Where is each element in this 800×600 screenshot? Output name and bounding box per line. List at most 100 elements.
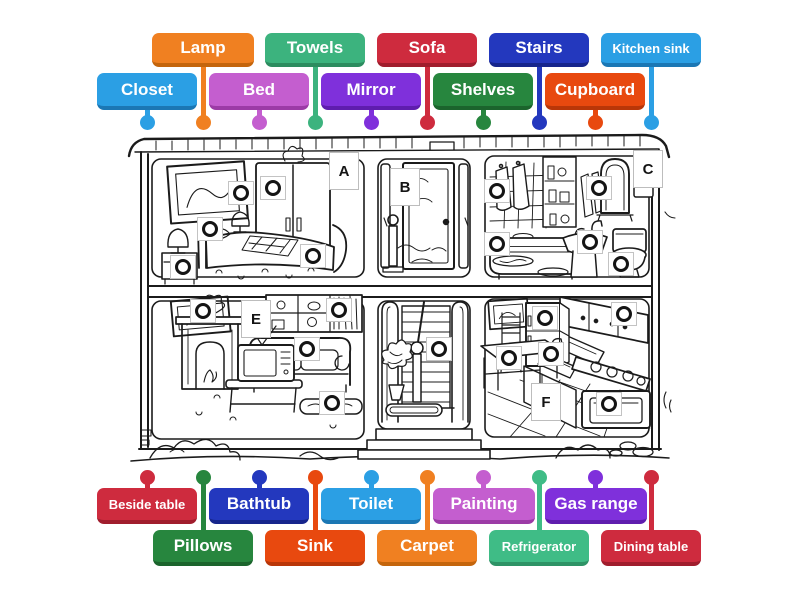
answer-spot-painting[interactable] — [190, 299, 216, 323]
label-closet[interactable]: Closet — [97, 73, 197, 110]
label-stairs-text: Stairs — [515, 38, 563, 57]
label-towels[interactable]: Towels — [265, 33, 365, 67]
label-painting-text: Painting — [450, 494, 518, 513]
answer-spot-toilet[interactable] — [608, 252, 634, 276]
label-sink[interactable]: Sink — [265, 530, 365, 566]
pin-dot-icon — [475, 115, 491, 130]
circle-icon — [195, 303, 211, 319]
label-lamp[interactable]: Lamp — [152, 33, 254, 67]
label-cupboard[interactable]: Cupboard — [545, 73, 645, 110]
label-lamp-text: Lamp — [180, 38, 226, 57]
answer-spot-mirror[interactable] — [586, 176, 612, 200]
circle-icon — [543, 346, 559, 362]
label-pillows[interactable]: Pillows — [153, 530, 253, 566]
answer-spot-towels[interactable] — [484, 179, 510, 203]
zone-marker-f-label: F — [541, 393, 551, 411]
answer-spot-dining-table[interactable] — [496, 346, 522, 370]
label-beside-table[interactable]: Beside table — [97, 488, 197, 524]
label-sofa[interactable]: Sofa — [377, 33, 477, 67]
label-closet-text: Closet — [121, 79, 173, 99]
answer-spot-bed-head[interactable] — [197, 217, 223, 241]
circle-icon — [489, 183, 505, 199]
answer-spot-beside-table[interactable] — [170, 255, 196, 279]
answer-spot-stairs[interactable] — [426, 337, 452, 361]
pin-dot-icon — [363, 470, 379, 485]
answer-spot-bed-foot[interactable] — [300, 244, 326, 268]
hallway-drawing — [380, 162, 469, 273]
zone-marker-a-label: A — [338, 162, 350, 180]
circle-icon — [537, 310, 553, 326]
circle-icon — [202, 221, 218, 237]
circle-icon — [233, 185, 249, 201]
circle-icon — [601, 396, 617, 412]
label-refrigerator-text: Refrigerator — [501, 538, 577, 554]
label-carpet[interactable]: Carpet — [377, 530, 477, 566]
pin-dot-icon — [419, 115, 435, 130]
answer-spot-carpet[interactable] — [319, 391, 345, 415]
circle-icon — [265, 180, 281, 196]
label-toilet[interactable]: Toilet — [321, 488, 421, 524]
label-dining-table[interactable]: Dining table — [601, 530, 701, 566]
circle-icon — [489, 236, 505, 252]
pin-dot-icon — [587, 115, 603, 130]
pin-dot-icon — [531, 470, 547, 485]
label-stairs[interactable]: Stairs — [489, 33, 589, 67]
circle-icon — [591, 180, 607, 196]
label-bathtub[interactable]: Bathtub — [209, 488, 309, 524]
circle-icon — [305, 248, 321, 264]
label-refrigerator[interactable]: Refrigerator — [489, 530, 589, 566]
answer-spot-lamp[interactable] — [228, 181, 254, 205]
answer-spot-gas-range[interactable] — [596, 392, 622, 416]
pin-dot-icon — [643, 470, 659, 485]
label-shelves-text: Shelves — [450, 79, 516, 99]
zone-marker-c: C — [633, 150, 663, 188]
pin-dot-icon — [195, 115, 211, 130]
label-toilet-text: Toilet — [348, 494, 394, 513]
label-towels-text: Towels — [286, 38, 344, 57]
roof-eave — [127, 133, 671, 159]
label-mirror[interactable]: Mirror — [321, 73, 421, 110]
circle-icon — [299, 341, 315, 357]
pin-dot-icon — [307, 470, 323, 485]
circle-icon — [431, 341, 447, 357]
label-beside-table-text: Beside table — [108, 496, 186, 512]
circle-icon — [175, 259, 191, 275]
circle-icon — [501, 350, 517, 366]
circle-icon — [331, 302, 347, 318]
label-cupboard-text: Cupboard — [554, 79, 636, 99]
pin-dot-icon — [419, 470, 435, 485]
stairwell-drawing — [357, 301, 491, 460]
zone-marker-e: E — [241, 300, 271, 338]
label-painting[interactable]: Painting — [433, 488, 535, 524]
answer-spot-cupboard[interactable] — [611, 302, 637, 326]
circle-icon — [582, 234, 598, 250]
pin-dot-icon — [475, 470, 491, 485]
zone-marker-b: B — [390, 168, 420, 206]
zone-marker-c-label: C — [642, 160, 654, 178]
answer-spot-refrigerator[interactable] — [532, 306, 558, 330]
circle-icon — [616, 306, 632, 322]
circle-icon — [324, 395, 340, 411]
pin-dot-icon — [195, 470, 211, 485]
label-shelves[interactable]: Shelves — [433, 73, 533, 110]
answer-spot-sofa[interactable] — [294, 337, 320, 361]
label-kitchen-sink-text: Kitchen sink — [612, 40, 690, 56]
label-bed[interactable]: Bed — [209, 73, 309, 110]
pin-dot-icon — [139, 115, 155, 130]
label-kitchen-sink[interactable]: Kitchen sink — [601, 33, 701, 67]
answer-spot-bath-sink[interactable] — [577, 230, 603, 254]
label-gas-range[interactable]: Gas range — [545, 488, 647, 524]
answer-spot-shelves[interactable] — [326, 298, 352, 322]
label-gas-range-text: Gas range — [554, 494, 638, 513]
answer-spot-closet[interactable] — [260, 176, 286, 200]
label-dining-table-text: Dining table — [613, 538, 689, 554]
pin-dot-icon — [531, 115, 547, 130]
answer-spot-bathtub[interactable] — [484, 232, 510, 256]
zone-marker-e-label: E — [250, 310, 261, 328]
pin-dot-icon — [587, 470, 603, 485]
ground-bushes — [149, 438, 654, 461]
answer-spot-kitchen-sink[interactable] — [538, 342, 564, 366]
pin-dot-icon — [139, 470, 155, 485]
label-bathtub-text: Bathtub — [226, 494, 292, 513]
